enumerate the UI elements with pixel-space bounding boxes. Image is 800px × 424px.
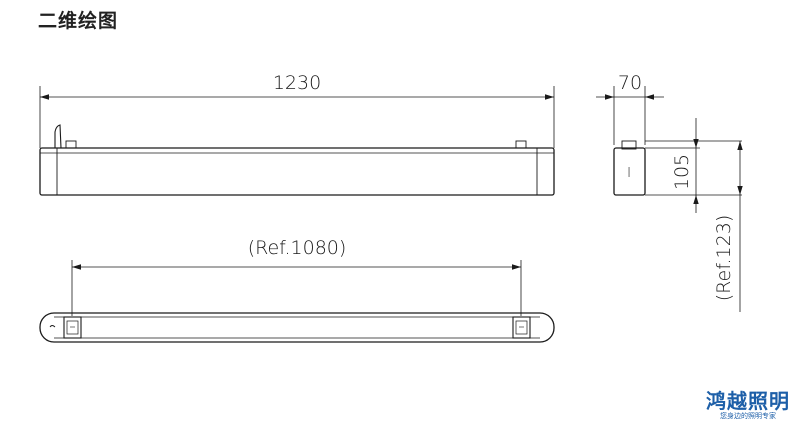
brand-logo: 鸿越照明 您身边的照明专家 bbox=[700, 390, 796, 421]
dimension-width: 70 bbox=[596, 72, 664, 100]
dim-label-length: 1230 bbox=[273, 72, 321, 94]
dimension-ref-height: (Ref.123) bbox=[713, 141, 743, 312]
front-view bbox=[39, 86, 555, 196]
page-title: 二维绘图 bbox=[38, 10, 119, 32]
dim-label-ref-height: (Ref.123) bbox=[713, 215, 735, 301]
dimension-height: 105 bbox=[671, 118, 699, 213]
end-cap-mark: I bbox=[627, 166, 631, 181]
dimension-ref-length: (Ref.1080) bbox=[72, 237, 521, 270]
brand-slogan: 您身边的照明专家 bbox=[720, 412, 776, 420]
dim-label-width: 70 bbox=[618, 72, 642, 94]
dimension-overall-length: 1230 bbox=[40, 72, 554, 100]
dim-label-ref-length: (Ref.1080) bbox=[248, 237, 347, 259]
brand-name: 鸿越照明 bbox=[706, 389, 790, 413]
dim-label-height: 105 bbox=[671, 154, 693, 190]
plan-view bbox=[39, 260, 555, 343]
